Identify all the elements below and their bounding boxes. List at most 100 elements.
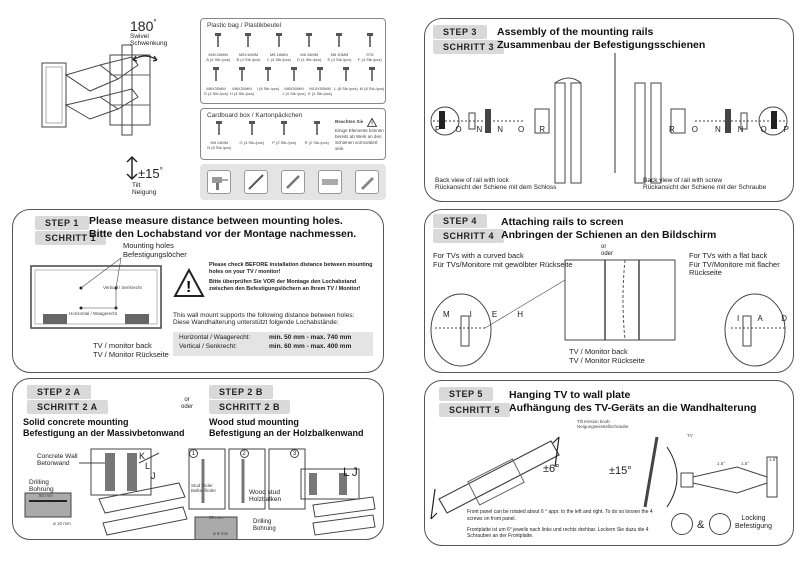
screw-icon (313, 121, 321, 140)
hardware-label: J (4 Stk./pcs) (282, 91, 306, 96)
dim-a2: ø 10 mm (53, 521, 71, 526)
part-letter: A (757, 314, 763, 323)
tools-row (200, 164, 386, 200)
concrete-mounting-diagram (24, 448, 188, 536)
step2a-tag-de: SCHRITT 2 A (27, 400, 108, 414)
stud-finder-label: Stud finder Balkenfinder (191, 483, 217, 493)
dim-b1: 50 mm (209, 515, 223, 520)
hardware-item: O (4 Stk./pcs) (240, 121, 264, 159)
tilt-degrees-step5: ±15° (609, 465, 632, 477)
angle-1: 1.5° (717, 461, 726, 466)
tv-back-diagram (30, 257, 162, 329)
part-letter: N (737, 125, 744, 134)
note-title: Beachten Sie (335, 119, 364, 124)
warning-icon: ! (173, 267, 205, 297)
step2b-tag-de: SCHRITT 2 B (209, 400, 291, 414)
part-letter: K (139, 451, 146, 461)
wood-stud-diagram (188, 448, 376, 539)
screw-icon (238, 67, 246, 86)
vertical-label: Vertical / Senkrecht (103, 285, 142, 290)
step3-tag-de: SCHRITT 3 (433, 40, 505, 54)
note-block: Beachten Sie ! Einige Elemente können be… (335, 117, 385, 151)
note-text: Einige Elemente können bereits ab Werk a… (335, 128, 384, 151)
step1-tag-de: SCHRITT 1 (35, 231, 107, 245)
hardware-code: M10X50MM (309, 86, 331, 91)
hardware-label: L (8 Stk./pcs) (334, 86, 358, 91)
step5-panel: STEP 5 SCHRITT 5 Hanging TV to wall plat… (424, 380, 794, 546)
part-letter: D (781, 314, 787, 323)
step1-title: Please measure distance between mounting… (89, 215, 357, 241)
hardware-code: M6 16MM (269, 52, 288, 57)
hardware-code: M8 30MM (330, 52, 349, 57)
screw-icon (244, 33, 252, 52)
pencil-icon (355, 170, 380, 194)
part-letter: O (455, 125, 462, 134)
hardware-code: M8X50MM (284, 86, 304, 91)
support-text: This wall mount supports the following d… (173, 312, 355, 327)
screw-icon (290, 67, 298, 86)
level-icon (318, 170, 343, 194)
step3-panel: STEP 3 SCHRITT 3 Assembly of the mountin… (424, 18, 794, 202)
screw-icon (316, 67, 324, 86)
hardware-code: M6X30MM (206, 86, 226, 91)
part-letter: L (343, 465, 350, 479)
tv-rotation-diagram (430, 436, 560, 520)
rail-assembly-diagram (430, 53, 788, 184)
hardware-item: M (8 Stk./pcs) (360, 67, 384, 101)
screw-icon (335, 33, 343, 52)
part-letter: O (691, 125, 698, 134)
lock-detail-2 (709, 513, 731, 535)
screw-icon (212, 67, 220, 86)
step4-tag: STEP 4 (433, 214, 487, 228)
rotation-note: Front panel can be rotated about 6 ° app… (467, 509, 653, 540)
tv-label: TV (687, 433, 693, 438)
hardware-label: E (4 Stk./pcs) (327, 57, 352, 62)
drill-bit-icon (280, 170, 305, 194)
hardware-label: M (8 Stk./pcs) (359, 86, 385, 91)
hardware-label: K (4 Stk./pcs) (308, 91, 333, 96)
part-letter: J (151, 471, 156, 481)
hardware-item: I (8 Stk./pcs) (256, 67, 280, 101)
angle-3: 1.5° (769, 457, 778, 462)
hardware-label: F (4 Stk./pcs) (357, 57, 382, 62)
tilt-degrees: ±15° (138, 166, 163, 181)
plastic-bag-title: Plastic bag / Plastikbeutel (207, 22, 282, 29)
screw-icon (214, 33, 222, 52)
cardboard-box-title: Cardboard box / Kartonpäckchen (207, 112, 303, 119)
step4-tag-de: SCHRITT 4 (433, 229, 505, 243)
part-letter: R (539, 125, 545, 134)
part-letter: N (497, 125, 504, 134)
rail-to-screen-diagram (430, 259, 786, 367)
tilt-arrow-icon (126, 155, 138, 181)
hardware-label: I (8 Stk./pcs) (256, 86, 280, 91)
hardware-item: P (2 Stk./pcs) (272, 121, 296, 159)
hardware-code: M8 16MM (300, 52, 319, 57)
screw-icon (248, 121, 256, 140)
step2a-tag: STEP 2 A (27, 385, 91, 399)
hardware-label: R (2 Stk./pcs) (304, 140, 329, 145)
